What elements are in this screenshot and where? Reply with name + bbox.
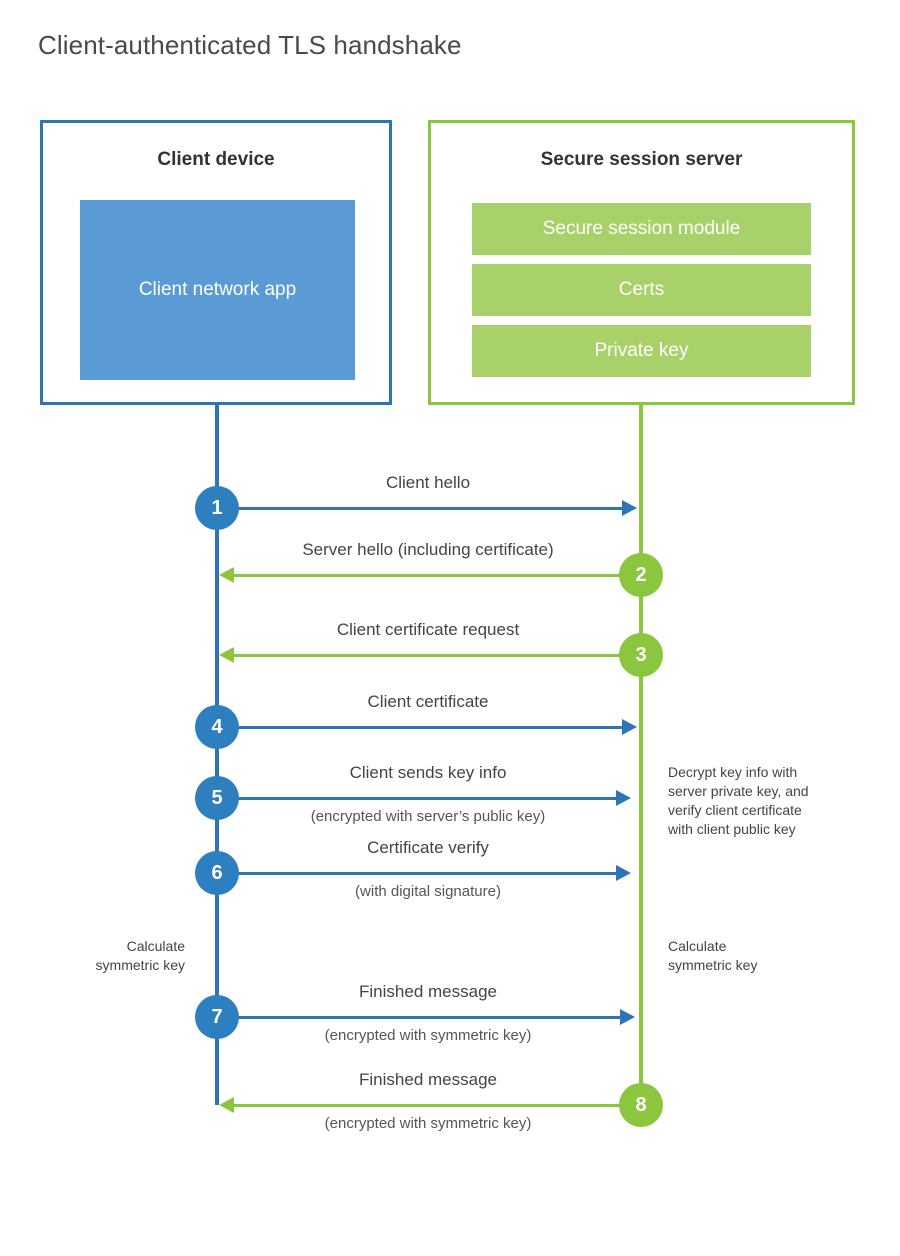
message-label-2: Server hello (including certificate): [302, 540, 554, 559]
arrow-head-right-5: [616, 790, 631, 806]
message-line-4: [217, 726, 622, 729]
client-calculate-symmetric-key-note: Calculate symmetric key: [95, 938, 185, 973]
server-lifeline: [639, 405, 643, 1105]
page-title: Client-authenticated TLS handshake: [38, 30, 462, 60]
arrow-head-right-7: [620, 1009, 635, 1025]
arrow-head-left-8: [219, 1097, 234, 1113]
secure-session-server-title: Secure session server: [540, 149, 743, 170]
client-device-title: Client device: [157, 149, 275, 170]
message-label-5: Client sends key info: [349, 763, 507, 782]
server-components-list: Secure session module Certs Private key: [472, 203, 811, 386]
server-component-certs: Certs: [472, 264, 811, 316]
server-decrypt-note: Decrypt key info with server private key…: [668, 764, 809, 837]
arrow-head-right-6: [616, 865, 631, 881]
client-lifeline: [215, 405, 219, 1105]
step-badge-7[interactable]: 7: [195, 995, 239, 1039]
step-badge-8[interactable]: 8: [619, 1083, 663, 1127]
client-device-box: Client device Client network app: [40, 120, 392, 405]
message-label-6: Certificate verify: [367, 838, 489, 857]
message-line-7: [217, 1016, 620, 1019]
message-sublabel-5: (encrypted with server’s public key): [310, 808, 546, 825]
message-line-3: [234, 654, 639, 657]
arrow-head-right-1: [622, 500, 637, 516]
message-sublabel-8: (encrypted with symmetric key): [324, 1115, 532, 1132]
message-label-4: Client certificate: [367, 692, 489, 711]
arrow-head-left-2: [219, 567, 234, 583]
message-label-7: Finished message: [359, 982, 497, 1001]
secure-session-server-box: Secure session server Secure session mod…: [428, 120, 855, 405]
step-badge-4[interactable]: 4: [195, 705, 239, 749]
message-label-8: Finished message: [359, 1070, 497, 1089]
message-line-8: [234, 1104, 639, 1107]
message-line-5: [217, 797, 616, 800]
message-line-1: [217, 507, 622, 510]
step-badge-6[interactable]: 6: [195, 851, 239, 895]
message-line-6: [217, 872, 616, 875]
message-sublabel-7: (encrypted with symmetric key): [324, 1027, 532, 1044]
arrow-head-left-3: [219, 647, 234, 663]
server-component-secure-session-module: Secure session module: [472, 203, 811, 255]
step-badge-1[interactable]: 1: [195, 486, 239, 530]
server-component-private-key: Private key: [472, 325, 811, 377]
step-badge-5[interactable]: 5: [195, 776, 239, 820]
step-badge-3[interactable]: 3: [619, 633, 663, 677]
client-network-app-block: Client network app: [80, 200, 355, 380]
message-sublabel-6: (with digital signature): [355, 883, 501, 900]
step-badge-2[interactable]: 2: [619, 553, 663, 597]
arrow-head-right-4: [622, 719, 637, 735]
message-line-2: [234, 574, 639, 577]
message-label-1: Client hello: [385, 473, 471, 492]
server-calculate-symmetric-key-note: Calculate symmetric key: [668, 938, 758, 973]
message-label-3: Client certificate request: [336, 620, 520, 639]
